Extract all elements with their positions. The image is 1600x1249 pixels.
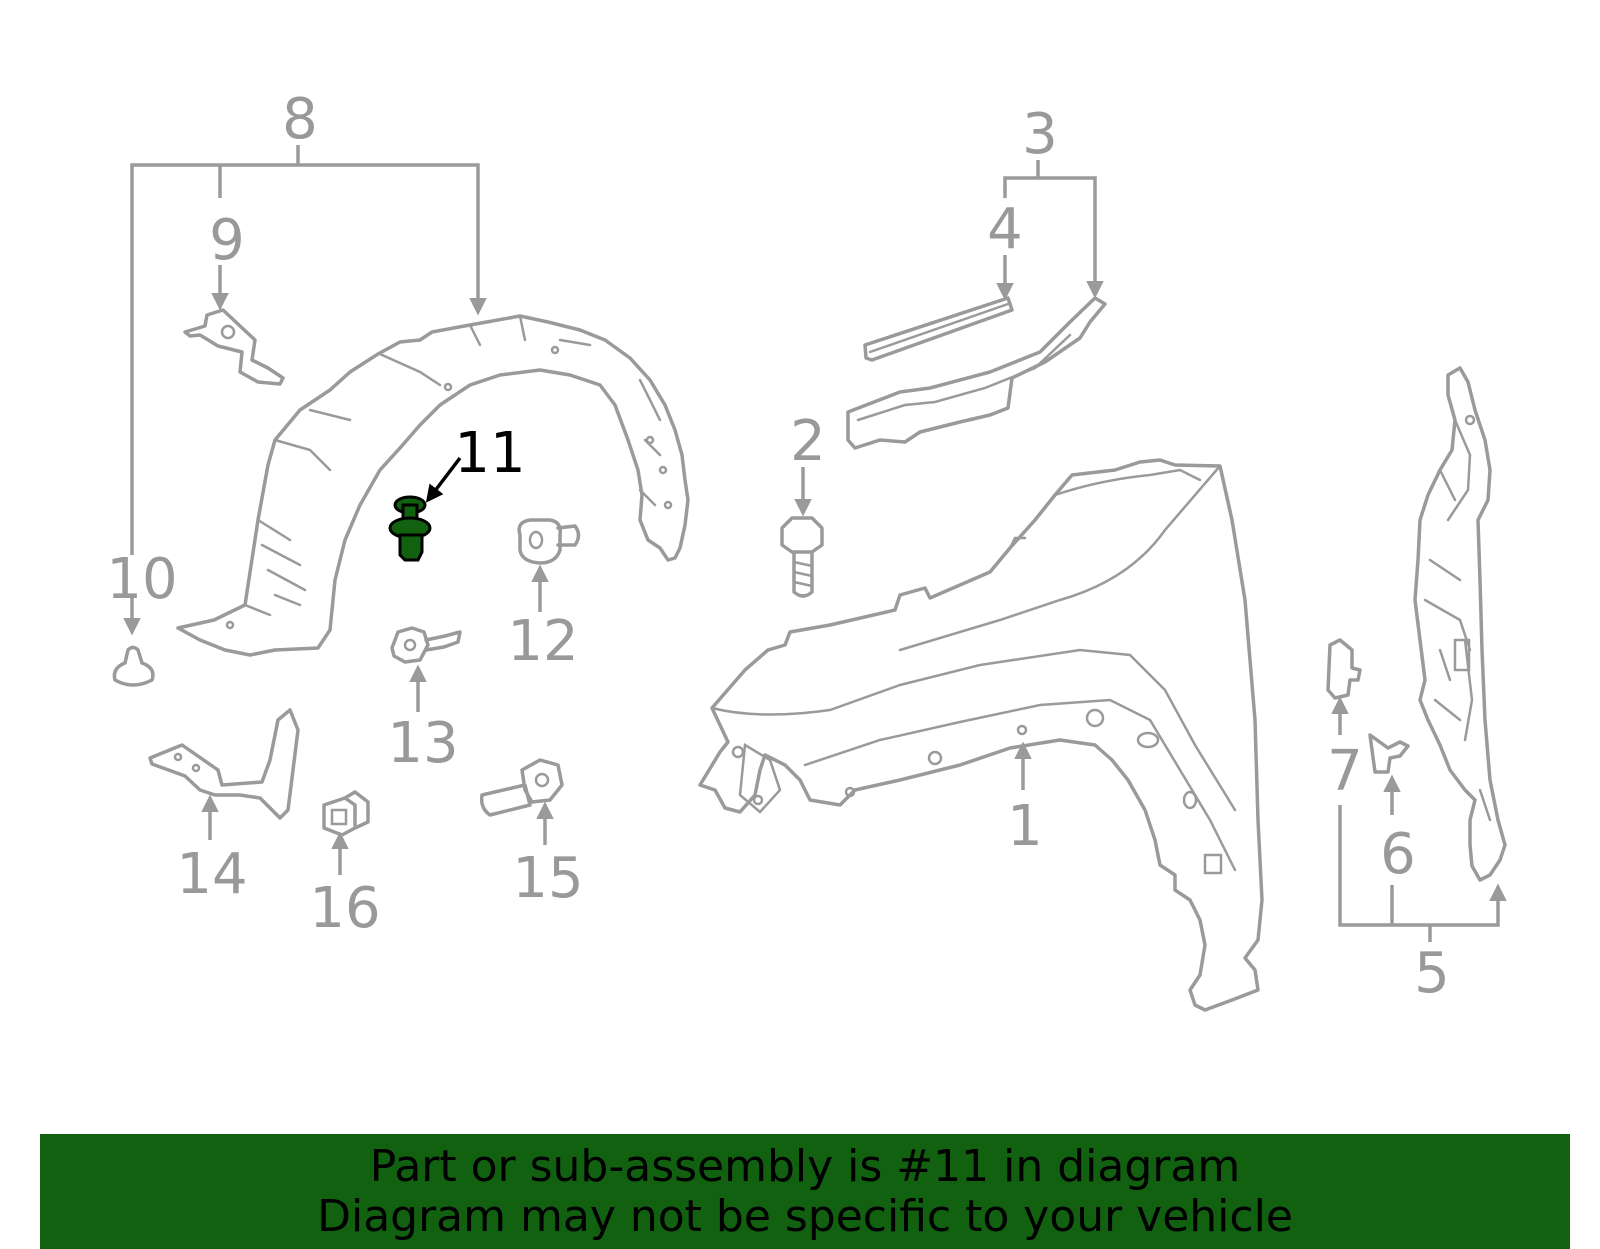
part-7-seal (1326, 638, 1362, 700)
callout-12: 12 (507, 609, 578, 674)
part-14-bracket (148, 708, 300, 820)
part-3-support (846, 296, 1107, 450)
callout-3-bracket (996, 160, 1104, 301)
callout-6: 6 (1380, 822, 1416, 887)
callout-3: 3 (1022, 102, 1058, 167)
part-8-fender-liner (176, 314, 690, 657)
part-9-bracket (183, 308, 285, 386)
part-11-push-clip (388, 495, 432, 562)
callout-13: 13 (387, 711, 458, 776)
callout-11-leader (425, 456, 462, 503)
part-1-fender (698, 458, 1264, 1012)
part-12-bolt (517, 518, 581, 565)
callout-11: 11 (454, 421, 525, 486)
part-5-shield (1413, 366, 1507, 882)
callout-14: 14 (176, 842, 247, 907)
callout-16: 16 (309, 876, 380, 941)
part-16-nut-clip (322, 790, 370, 837)
info-banner: Part or sub-assembly is #11 in diagram D… (40, 1134, 1570, 1249)
callout-8-bracket (123, 145, 487, 636)
callout-1: 1 (1007, 794, 1043, 859)
part-4-seal (863, 296, 1014, 362)
part-15-bolt (479, 758, 564, 817)
part-2-flange-bolt (780, 516, 824, 598)
callout-9: 9 (209, 208, 245, 273)
callout-10: 10 (106, 547, 177, 612)
part-13-screw (390, 626, 462, 664)
part-6-clip (1368, 733, 1410, 774)
callout-4: 4 (987, 197, 1023, 262)
callout-15: 15 (512, 846, 583, 911)
callout-5: 5 (1414, 941, 1450, 1006)
banner-line-2: Diagram may not be specific to your vehi… (317, 1191, 1293, 1242)
banner-line-1: Part or sub-assembly is #11 in diagram (369, 1141, 1241, 1192)
part-10-clip (112, 645, 155, 687)
callout-5-bracket (1331, 696, 1507, 942)
callout-2: 2 (790, 409, 826, 474)
callout-8: 8 (282, 87, 318, 152)
callout-7: 7 (1327, 739, 1363, 804)
